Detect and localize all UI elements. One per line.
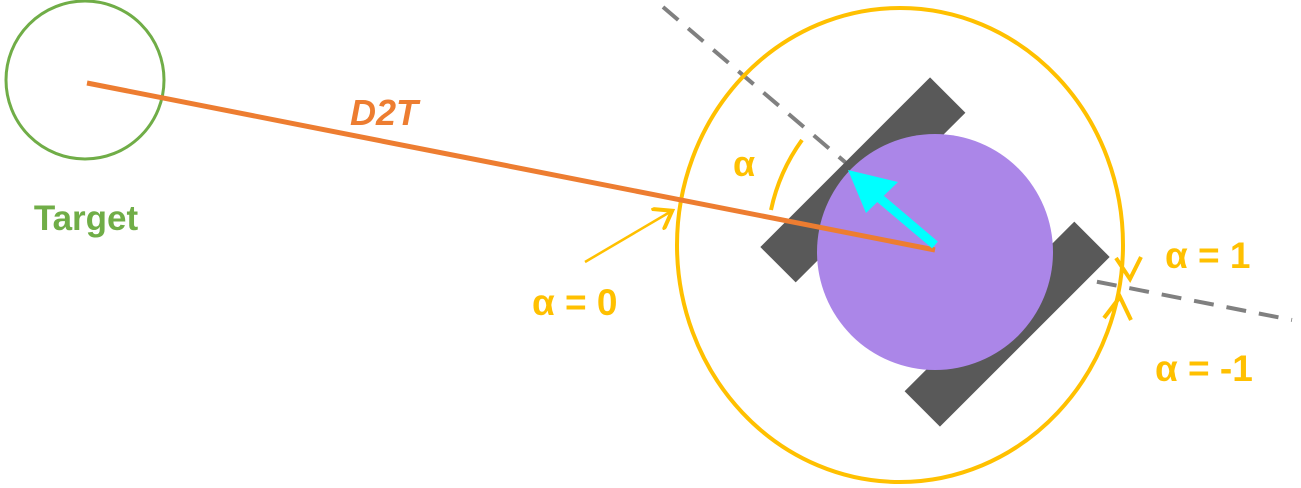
alpha-zero-pointer-arrow: [584, 212, 670, 264]
robot-body: [817, 134, 1053, 370]
target-circle: [4, 0, 166, 161]
alpha-arc: [769, 138, 804, 211]
d2t-line: [86, 80, 936, 253]
alpha-one-label: α = 1: [1165, 235, 1251, 276]
alpha-neg-one-label: α = -1: [1155, 348, 1253, 389]
alpha-neg-one-arrowhead: [1102, 293, 1133, 321]
rear-reference-line: [934, 248, 1293, 322]
target-label: Target: [34, 199, 139, 238]
heading-reference-line: [661, 5, 854, 170]
alpha-range-circle: [675, 6, 1125, 484]
alpha-angle-label: α: [733, 143, 755, 184]
alpha-one-arrowhead: [1114, 256, 1143, 283]
alpha-zero-label: α = 0: [532, 282, 618, 323]
heading-arrow: [848, 170, 938, 249]
d2t-label: D2T: [350, 92, 421, 133]
